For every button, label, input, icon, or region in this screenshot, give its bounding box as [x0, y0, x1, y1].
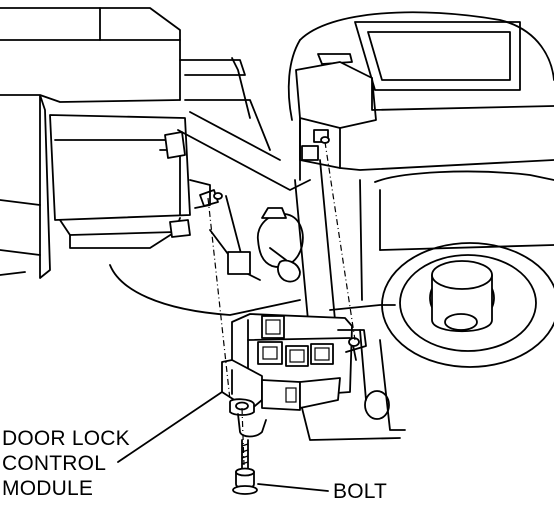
module-connector-2: [285, 345, 309, 367]
door-lock-control-module: [213, 136, 367, 438]
module-connector-top: [261, 315, 285, 339]
module-connector-3: [310, 343, 334, 365]
blower-motor: [381, 242, 554, 368]
left-duct-assembly: [0, 7, 311, 316]
module-leader-line: [117, 391, 223, 463]
bracket-tab: [227, 251, 251, 275]
module-label-line-1: DOOR LOCK: [2, 427, 130, 450]
bolt-leader-line: [257, 483, 329, 492]
bolt-label: BOLT: [333, 480, 388, 503]
module-label-line-2: CONTROL: [2, 452, 107, 475]
module-label-line-3: MODULE: [2, 477, 94, 500]
wiring-connector: [257, 207, 304, 283]
bolt: [232, 439, 258, 495]
door-lock-control-module-label: DOOR LOCK CONTROL MODULE: [2, 426, 130, 501]
module-connector-1: [257, 341, 283, 365]
blower-housing: [287, 11, 554, 301]
module-bolt-hole-right: [348, 337, 360, 347]
bracket-hole-left: [213, 192, 223, 200]
alignment-lines: [207, 141, 356, 466]
